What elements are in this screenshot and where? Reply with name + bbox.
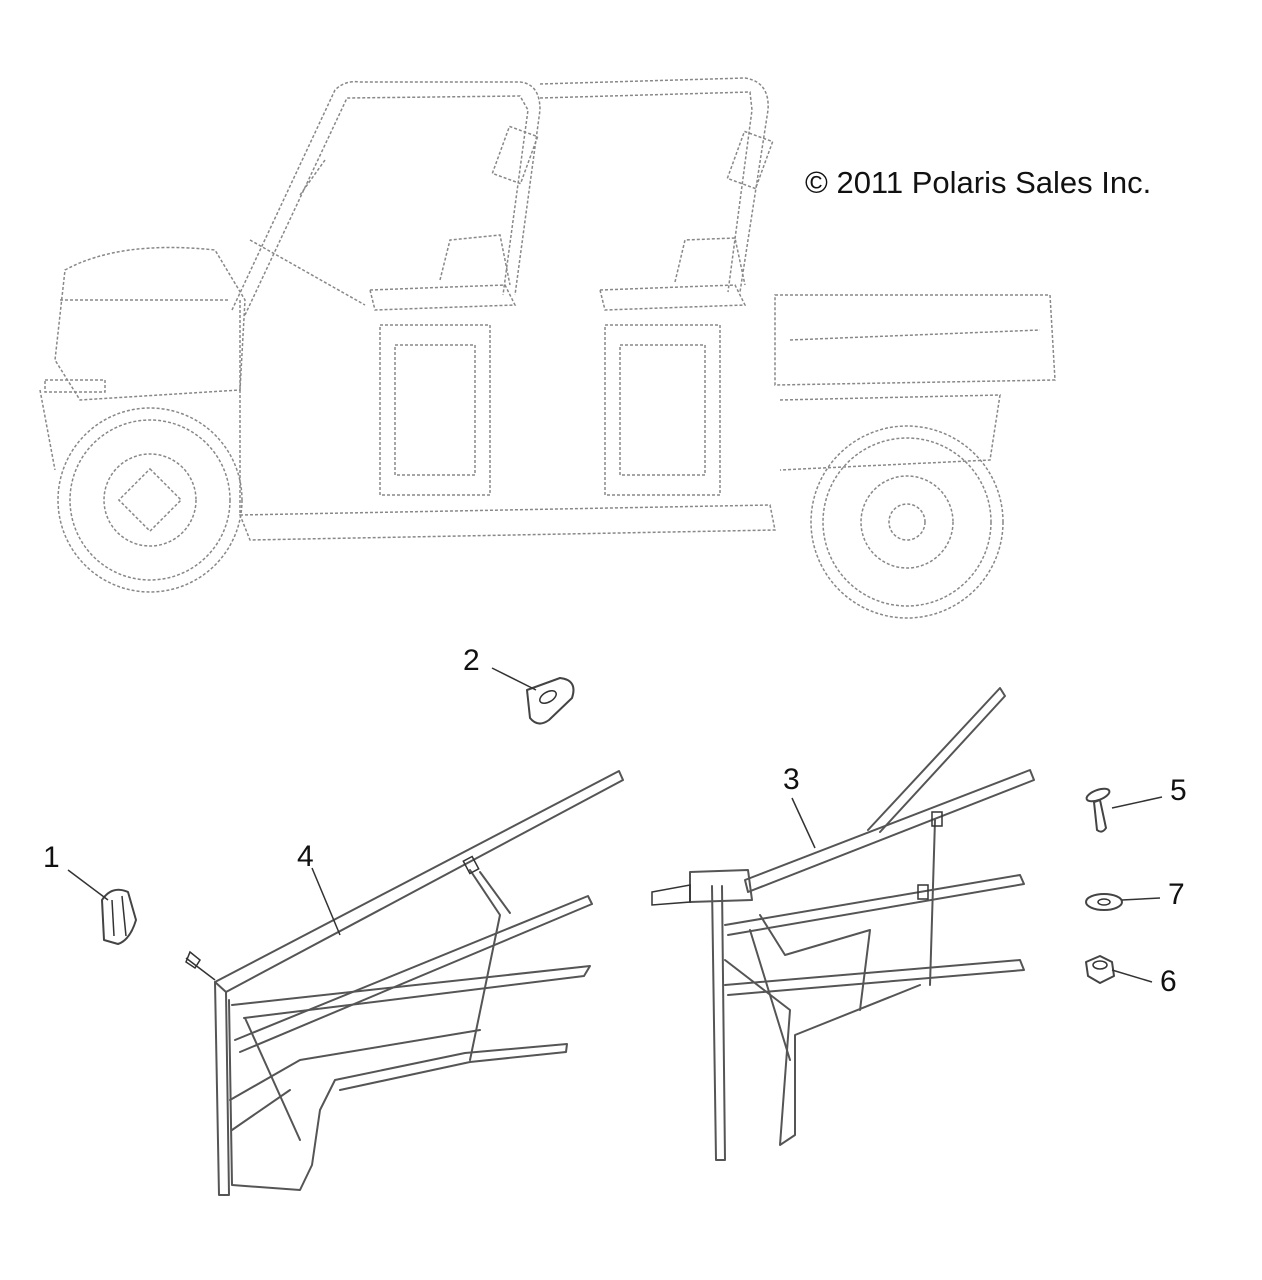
cargo-bed xyxy=(774,294,1056,471)
callout-6: 6 xyxy=(1160,965,1177,998)
callout-7: 7 xyxy=(1168,878,1185,911)
leader-line-6 xyxy=(1111,969,1153,983)
leader-line-1 xyxy=(67,869,109,901)
callout-5: 5 xyxy=(1170,774,1187,807)
callout-3: 3 xyxy=(783,763,800,796)
callout-2: 2 xyxy=(463,644,480,677)
part-clip xyxy=(101,888,137,945)
part-door-frame-right xyxy=(651,687,1035,1161)
leader-line-4 xyxy=(311,867,341,936)
vehicle-illustration xyxy=(39,77,1056,619)
part-washer xyxy=(1085,893,1123,911)
roll-cage xyxy=(231,77,774,316)
leader-line-5 xyxy=(1111,796,1163,809)
part-bolt xyxy=(1085,787,1111,833)
callout-4: 4 xyxy=(297,840,314,873)
rear-wheel xyxy=(810,425,1004,619)
vehicle-front xyxy=(39,246,246,471)
front-wheel xyxy=(57,407,243,593)
callout-1: 1 xyxy=(43,841,60,874)
part-door-frame-left xyxy=(185,770,624,1196)
part-bracket xyxy=(526,677,575,725)
vehicle-body xyxy=(238,234,776,541)
leader-line-3 xyxy=(791,797,816,849)
leader-line-2 xyxy=(491,667,537,691)
part-nut xyxy=(1085,955,1115,984)
leader-line-7 xyxy=(1121,897,1161,901)
copyright-text: © 2011 Polaris Sales Inc. xyxy=(805,165,1152,200)
